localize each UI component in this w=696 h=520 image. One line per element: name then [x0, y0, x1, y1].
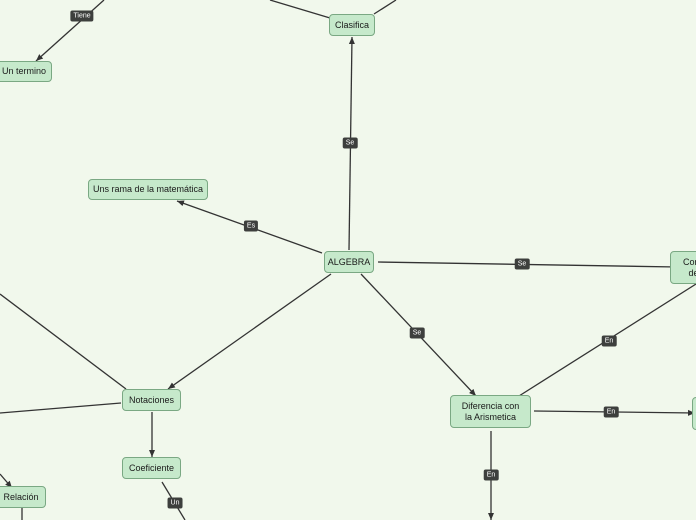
edge-algebra-notaciones	[167, 273, 332, 390]
label-en-down: En	[483, 469, 499, 481]
label-en-up: En	[601, 335, 617, 347]
node-cons-de[interactable]: Cons de	[670, 251, 696, 284]
edge-into-relacion	[0, 473, 13, 489]
label-se-diag: Se	[409, 327, 425, 339]
node-diferencia[interactable]: Diferencia con la Arismetica	[450, 395, 531, 428]
node-relacion[interactable]: Relación	[0, 486, 46, 508]
edge-out-clasifica-right	[373, 0, 397, 15]
label-en-right: En	[603, 406, 619, 418]
label-un: Un	[167, 497, 183, 509]
node-un-termino[interactable]: Un termino	[0, 61, 52, 82]
edge-tiene	[35, 0, 105, 62]
label-se-right: Se	[514, 258, 530, 270]
node-coeficiente[interactable]: Coeficiente	[122, 457, 181, 479]
node-notaciones[interactable]: Notaciones	[122, 389, 181, 411]
edge-left-offscreen	[0, 293, 127, 390]
label-se-top: Se	[342, 137, 358, 149]
edge-into-clasifica-left	[269, 0, 331, 19]
label-es: Es	[243, 220, 259, 232]
node-partial-right[interactable]	[692, 397, 696, 430]
node-algebra[interactable]: ALGEBRA	[324, 251, 374, 273]
label-tiene: Tiene	[70, 10, 94, 22]
node-una-rama[interactable]: Uns rama de la matemática	[88, 179, 208, 200]
edge-notaciones-left	[0, 402, 122, 414]
node-clasifica[interactable]: Clasifica	[329, 14, 375, 36]
